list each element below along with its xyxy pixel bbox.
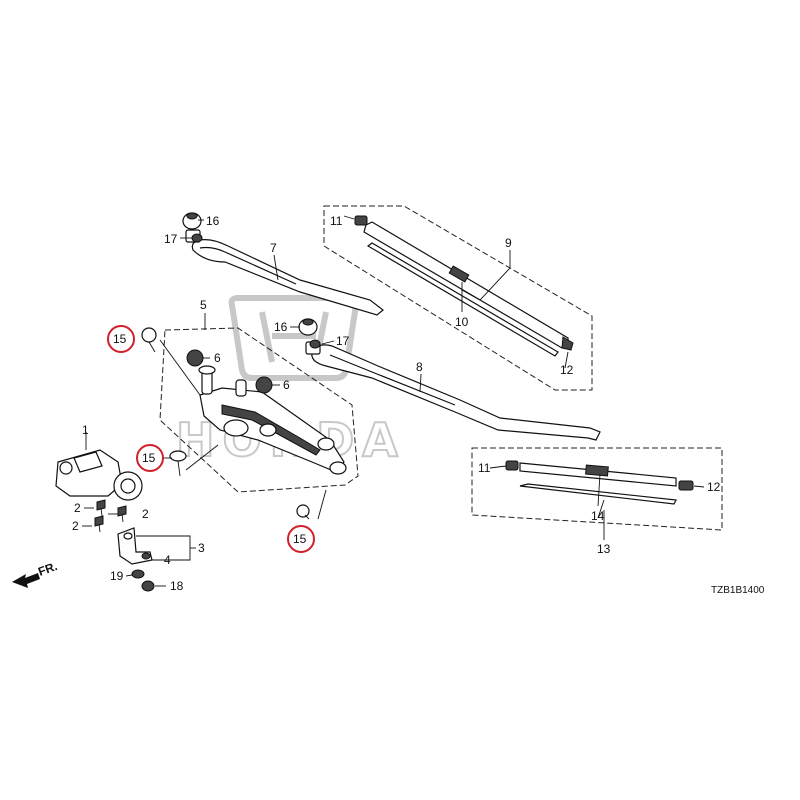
callout-2-a: 2 — [74, 501, 81, 515]
nut-18 — [141, 580, 155, 592]
bushing-6-upper — [186, 349, 204, 367]
linkage-assembly — [198, 365, 347, 475]
callout-19: 19 — [110, 569, 124, 583]
callout-15-mid: 15 — [142, 451, 156, 465]
callout-6-upper: 6 — [214, 351, 221, 365]
callout-16-mid: 16 — [274, 320, 288, 334]
callout-8: 8 — [416, 360, 423, 374]
highlight-circle-15-upper — [107, 325, 135, 353]
callout-10: 10 — [455, 315, 469, 329]
leader-lines — [82, 215, 705, 587]
callout-15-lower: 15 — [293, 532, 307, 546]
diagram-code: TZB1B1400 — [711, 585, 765, 596]
wiper-arm-8 — [305, 341, 601, 441]
wiper-motor — [55, 449, 143, 501]
linkage-group-outline — [159, 327, 359, 493]
callout-14: 14 — [591, 509, 605, 523]
wiper-blade-9 — [354, 215, 574, 357]
bushing-6-lower — [255, 376, 273, 394]
wiper-arm-7 — [185, 229, 384, 316]
callout-11-top: 11 — [330, 214, 343, 228]
callout-12-bottom: 12 — [707, 480, 721, 494]
callout-5: 5 — [200, 298, 207, 312]
blade-group-9-outline — [323, 205, 593, 391]
nut-17-top — [191, 233, 203, 243]
callout-18: 18 — [170, 579, 184, 593]
bolt-15-upper — [141, 327, 157, 353]
callout-16-top: 16 — [206, 214, 220, 228]
bolt-15-lower — [296, 504, 310, 520]
callout-2-c: 2 — [72, 519, 79, 533]
direction-label: FR. — [36, 559, 59, 579]
wiper-blade-13 — [505, 460, 694, 505]
cap-16-mid — [298, 318, 318, 336]
callout-7: 7 — [270, 241, 277, 255]
callout-6-lower: 6 — [283, 378, 290, 392]
callout-17-top: 17 — [164, 232, 178, 246]
callout-4: 4 — [164, 553, 171, 567]
washer-19 — [131, 569, 145, 579]
callout-12-top: 12 — [560, 363, 574, 377]
cap-16-top — [182, 212, 202, 230]
highlight-circle-15-mid — [136, 444, 164, 472]
nut-17-mid — [309, 339, 321, 349]
bolt-15-mid — [169, 450, 187, 477]
front-direction-arrow: FR. — [12, 559, 59, 588]
bolt-2-a — [96, 499, 106, 517]
bolt-2-c — [94, 515, 104, 533]
callout-11-bottom: 11 — [478, 461, 491, 475]
callout-2-b: 2 — [142, 507, 149, 521]
blade-group-13-outline — [471, 447, 723, 531]
callout-15-upper: 15 — [113, 332, 127, 346]
callout-9: 9 — [505, 236, 512, 250]
bolt-2-b — [117, 505, 127, 523]
highlight-circle-15-lower — [287, 525, 315, 553]
callout-13: 13 — [597, 542, 611, 556]
bracket-4 — [117, 527, 153, 565]
callout-1: 1 — [82, 423, 89, 437]
callout-3: 3 — [198, 541, 205, 555]
callout-17-mid: 17 — [336, 334, 350, 348]
